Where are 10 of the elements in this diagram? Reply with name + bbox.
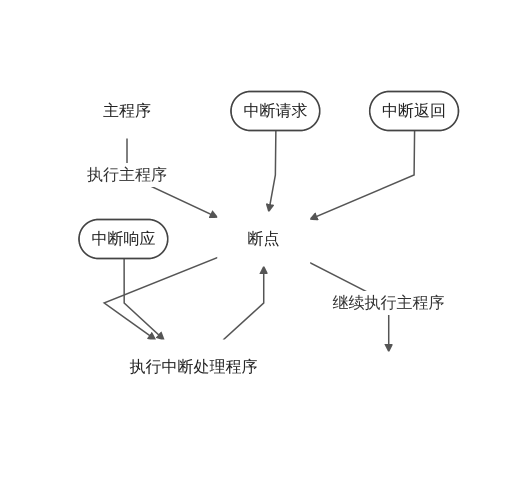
arrow xyxy=(266,130,276,212)
node-text: 断点 xyxy=(247,228,280,248)
edge-label: 继续执行主程序 xyxy=(332,292,444,312)
node-text: 执行中断处理程序 xyxy=(129,356,258,376)
edge-label: 执行主程序 xyxy=(86,164,167,184)
arrow xyxy=(102,256,218,340)
node-text: 主程序 xyxy=(102,101,151,120)
arrow xyxy=(123,259,164,340)
arrow xyxy=(309,130,416,220)
arrow xyxy=(222,266,268,341)
